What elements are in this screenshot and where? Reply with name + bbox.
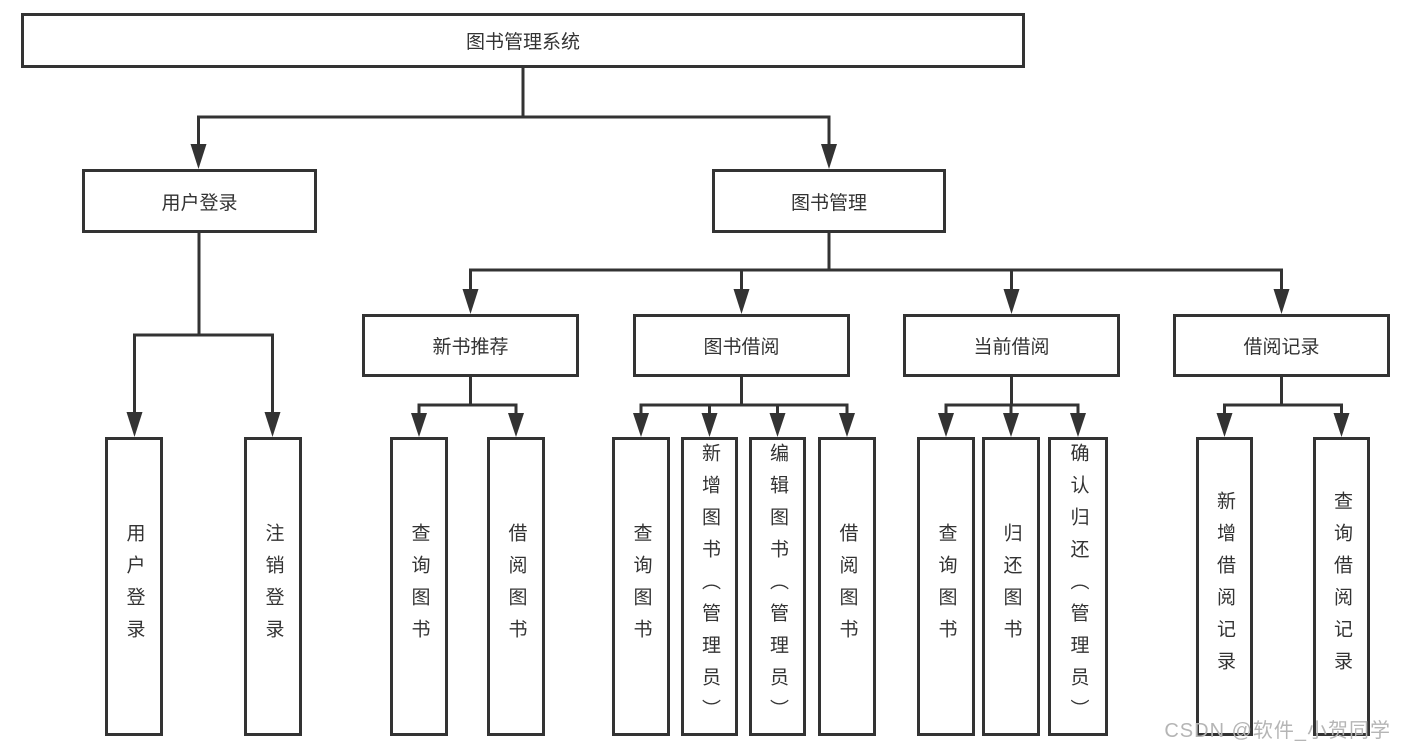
arrowhead <box>1003 413 1019 437</box>
leaf-query-books-1: 查询图书 <box>390 437 448 736</box>
csdn-watermark: CSDN @软件_小贺同学 <box>1164 720 1391 742</box>
connector-borrow-to-leaves <box>639 377 849 415</box>
leaf-return-books: 归还图书 <box>982 437 1040 736</box>
arrowhead <box>839 413 855 437</box>
leaf-borrow-books-2: 借阅图书 <box>818 437 876 736</box>
arrowhead <box>1216 413 1233 437</box>
arrowhead <box>701 413 718 437</box>
arrowhead <box>1333 413 1350 437</box>
arrowhead <box>633 413 649 437</box>
connector-root-to-level2 <box>197 68 831 146</box>
leaf-logout: 注销登录 <box>244 437 302 736</box>
node-book-borrow: 图书借阅 <box>633 314 850 377</box>
arrowhead <box>821 144 837 169</box>
connector-userlogin-to-leaves <box>133 233 274 414</box>
arrowhead <box>126 412 143 437</box>
leaf-add-books-admin: 新增图书（管理员） <box>681 437 738 736</box>
leaf-edit-books-admin: 编辑图书（管理员） <box>749 437 806 736</box>
leaf-add-borrow-record: 新增借阅记录 <box>1196 437 1253 736</box>
node-new-book-recommend: 新书推荐 <box>362 314 579 377</box>
arrowhead <box>1070 413 1086 437</box>
leaf-query-borrow-record: 查询借阅记录 <box>1313 437 1370 736</box>
connector-newbooks-to-leaves <box>417 377 518 415</box>
arrowhead <box>508 413 524 437</box>
connector-records-to-leaves <box>1223 377 1343 415</box>
node-borrow-records: 借阅记录 <box>1173 314 1390 377</box>
node-library-system: 图书管理系统 <box>21 13 1025 68</box>
connector-current-to-leaves <box>944 377 1080 415</box>
node-user-login: 用户登录 <box>82 169 317 233</box>
leaf-query-books-2: 查询图书 <box>612 437 670 736</box>
arrowhead <box>938 413 954 437</box>
arrowhead <box>411 413 427 437</box>
arrowhead <box>769 413 786 437</box>
arrowhead <box>733 289 750 314</box>
arrowhead <box>190 144 207 169</box>
arrowhead <box>1003 289 1020 314</box>
leaf-query-books-3: 查询图书 <box>917 437 975 736</box>
leaf-user-login: 用户登录 <box>105 437 163 736</box>
node-current-borrow: 当前借阅 <box>903 314 1120 377</box>
arrowhead <box>264 412 281 437</box>
arrowhead <box>1273 289 1290 314</box>
arrowhead <box>462 289 479 314</box>
connector-bookmgmt-to-level3 <box>469 233 1283 291</box>
leaf-borrow-books-1: 借阅图书 <box>487 437 545 736</box>
arrowheads <box>126 144 1350 437</box>
node-book-management: 图书管理 <box>712 169 946 233</box>
leaf-confirm-return-admin: 确认归还（管理员） <box>1048 437 1108 736</box>
